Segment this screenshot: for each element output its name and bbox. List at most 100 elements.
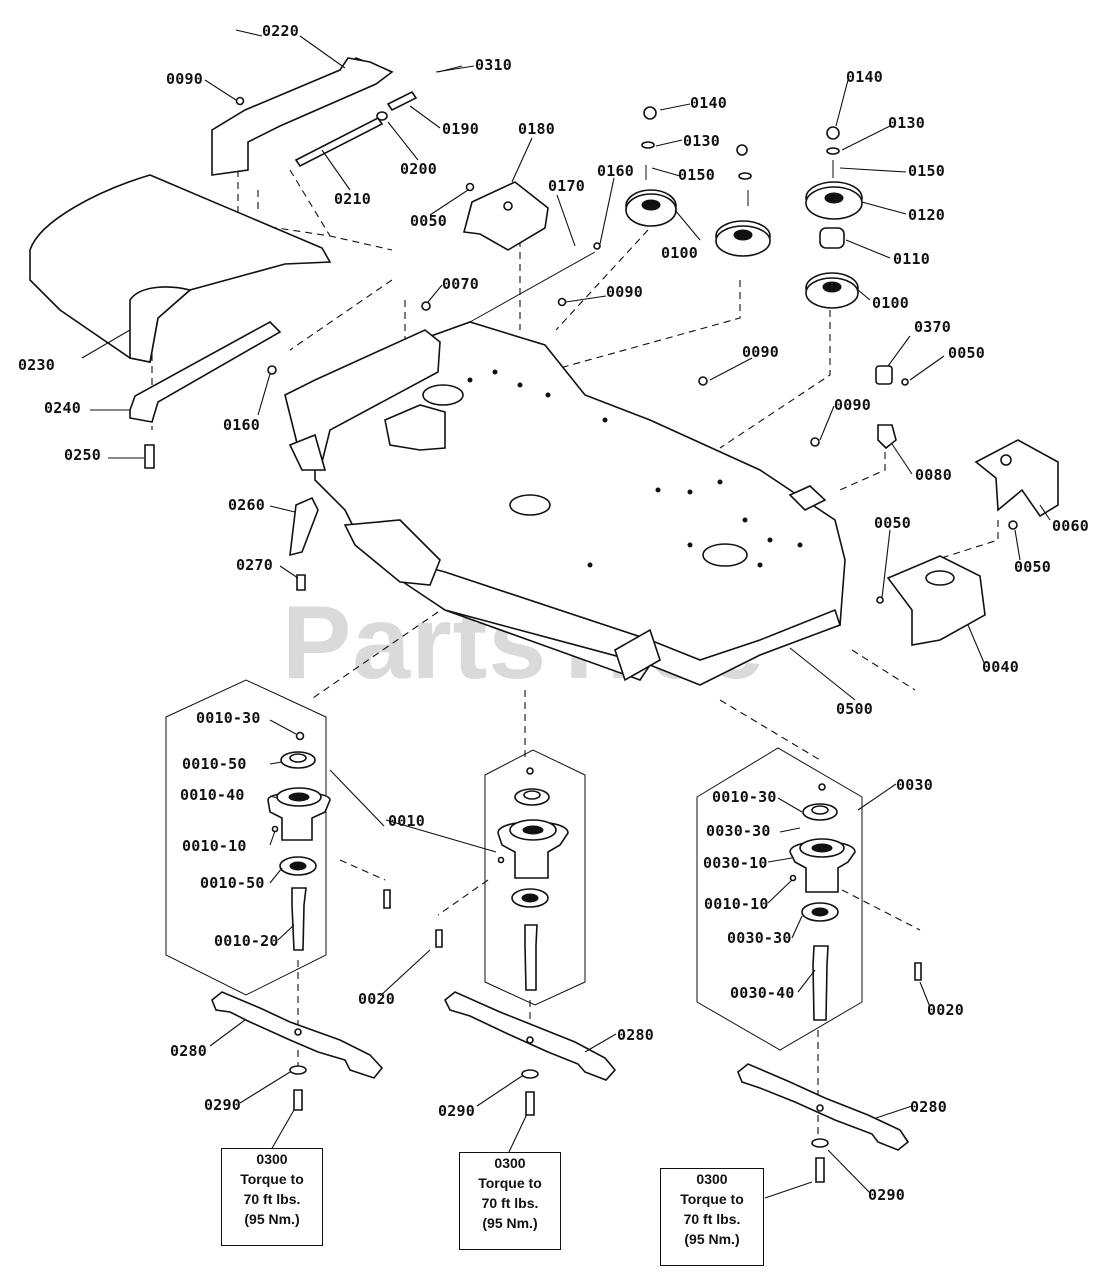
shield-0230 — [29, 174, 332, 363]
rod-0170 — [469, 251, 596, 323]
nut-0090-c — [698, 376, 708, 386]
pulley-group-right — [805, 126, 863, 309]
nut-0140b — [736, 144, 748, 156]
deck-bracket-center — [384, 404, 446, 451]
torque-part-number: 0300 — [494, 1155, 526, 1171]
bracket-0260-group — [289, 496, 319, 591]
pulley-group-left — [625, 106, 771, 257]
screw-0050-c — [876, 596, 884, 604]
leader-lines — [81, 29, 1051, 1199]
callout-0290c: 0290 — [868, 1186, 905, 1204]
shield-bracket-group — [29, 57, 463, 469]
callout-labels: 0220 0310 0090 0190 0200 0210 0180 0050 … — [18, 22, 1089, 1204]
torque-line2: 70 ft lbs. — [683, 1211, 741, 1227]
nut-0070 — [421, 301, 431, 311]
callout-0090c: 0090 — [742, 343, 779, 361]
callout-0140b: 0140 — [846, 68, 883, 86]
mower-deck-0500 — [284, 321, 846, 686]
deck-hole-right — [702, 543, 748, 567]
torque-line3: (95 Nm.) — [482, 1215, 538, 1231]
callout-0240: 0240 — [44, 399, 81, 417]
fitting-0370 — [875, 365, 893, 385]
callout-0090: 0090 — [166, 70, 203, 88]
deck-rail — [343, 519, 441, 586]
callout-0210: 0210 — [334, 190, 371, 208]
deck-hole-left — [422, 384, 464, 406]
spindle-frame-0010 — [165, 679, 327, 996]
torque-line1: Torque to — [680, 1191, 744, 1207]
callout-0060: 0060 — [1052, 517, 1089, 535]
torque-note-right: 0300 Torque to 70 ft lbs. (95 Nm.) — [660, 1168, 764, 1266]
bolt-0300a — [293, 1089, 303, 1111]
blade-hardware — [289, 1065, 829, 1183]
torque-line3: (95 Nm.) — [684, 1231, 740, 1247]
bracket-0220-tab — [339, 57, 393, 73]
callout-0310: 0310 — [475, 56, 512, 74]
callout-0030-10: 0030-10 — [703, 854, 768, 872]
deck-left-arm — [288, 433, 327, 471]
callout-0140: 0140 — [690, 94, 727, 112]
torque-line2: 70 ft lbs. — [243, 1191, 301, 1207]
callout-0280c: 0280 — [910, 1098, 947, 1116]
callout-0120: 0120 — [908, 206, 945, 224]
spindle-assembly-0030 — [696, 747, 922, 1051]
callout-0010-20: 0010-20 — [214, 932, 279, 950]
bolt-0020a — [383, 889, 391, 909]
callout-0010-50: 0010-50 — [182, 755, 247, 773]
nut-0050 — [465, 182, 475, 192]
nut-0050-d — [1008, 520, 1018, 530]
callout-0150: 0150 — [678, 166, 715, 184]
bolt-0300b — [525, 1091, 535, 1116]
spindle-shaft-0010-20 — [291, 887, 307, 951]
callout-0010-50b: 0010-50 — [200, 874, 265, 892]
torque-note-left: 0300 Torque to 70 ft lbs. (95 Nm.) — [221, 1148, 323, 1246]
blades-0280 — [211, 991, 910, 1151]
callout-0200: 0200 — [400, 160, 437, 178]
torque-line1: Torque to — [240, 1171, 304, 1187]
callout-0070: 0070 — [442, 275, 479, 293]
callout-0010: 0010 — [388, 812, 425, 830]
callout-0170: 0170 — [548, 177, 585, 195]
callout-0010-10b: 0010-10 — [704, 895, 769, 913]
bolt-0020c — [914, 962, 922, 981]
callout-0180: 0180 — [518, 120, 555, 138]
cover-0060 — [974, 439, 1059, 518]
deck-hole-center — [509, 494, 551, 516]
callout-0500: 0500 — [836, 700, 873, 718]
deck-rear-tab — [788, 485, 827, 511]
torque-line3: (95 Nm.) — [244, 1211, 300, 1227]
callout-0220: 0220 — [262, 22, 299, 40]
torque-line1: Torque to — [478, 1175, 542, 1191]
torque-part-number: 0300 — [696, 1171, 728, 1187]
callout-0020b: 0020 — [927, 1001, 964, 1019]
washer-0290a — [289, 1065, 307, 1075]
callout-0230: 0230 — [18, 356, 55, 374]
nut-0160 — [593, 242, 601, 250]
callout-0020: 0020 — [358, 990, 395, 1008]
blade-center — [443, 991, 617, 1081]
deck-front-arm — [614, 628, 661, 682]
callout-0090d: 0090 — [834, 396, 871, 414]
bracket-0180 — [462, 181, 549, 251]
callout-0010-30: 0010-30 — [196, 709, 261, 727]
callout-0270: 0270 — [236, 556, 273, 574]
callout-0010-30b: 0010-30 — [712, 788, 777, 806]
nut-0140 — [643, 106, 657, 120]
callout-0260: 0260 — [228, 496, 265, 514]
bolt-0300c — [815, 1157, 825, 1183]
spindle-frame-0030 — [696, 747, 863, 1051]
strap-0240 — [129, 321, 282, 423]
nut-0090-d — [810, 437, 820, 447]
callout-0290: 0290 — [204, 1096, 241, 1114]
spindle-frame-center — [484, 749, 586, 1006]
callout-0130b: 0130 — [888, 114, 925, 132]
callout-0050: 0050 — [410, 212, 447, 230]
callout-0160b: 0160 — [223, 416, 260, 434]
callout-0040: 0040 — [982, 658, 1019, 676]
callout-0130: 0130 — [683, 132, 720, 150]
spindle-assembly-center — [435, 749, 586, 1006]
spindle-housing-0010-40 — [267, 791, 331, 841]
bushing-0110 — [819, 227, 845, 249]
washer-0130 — [641, 141, 655, 149]
